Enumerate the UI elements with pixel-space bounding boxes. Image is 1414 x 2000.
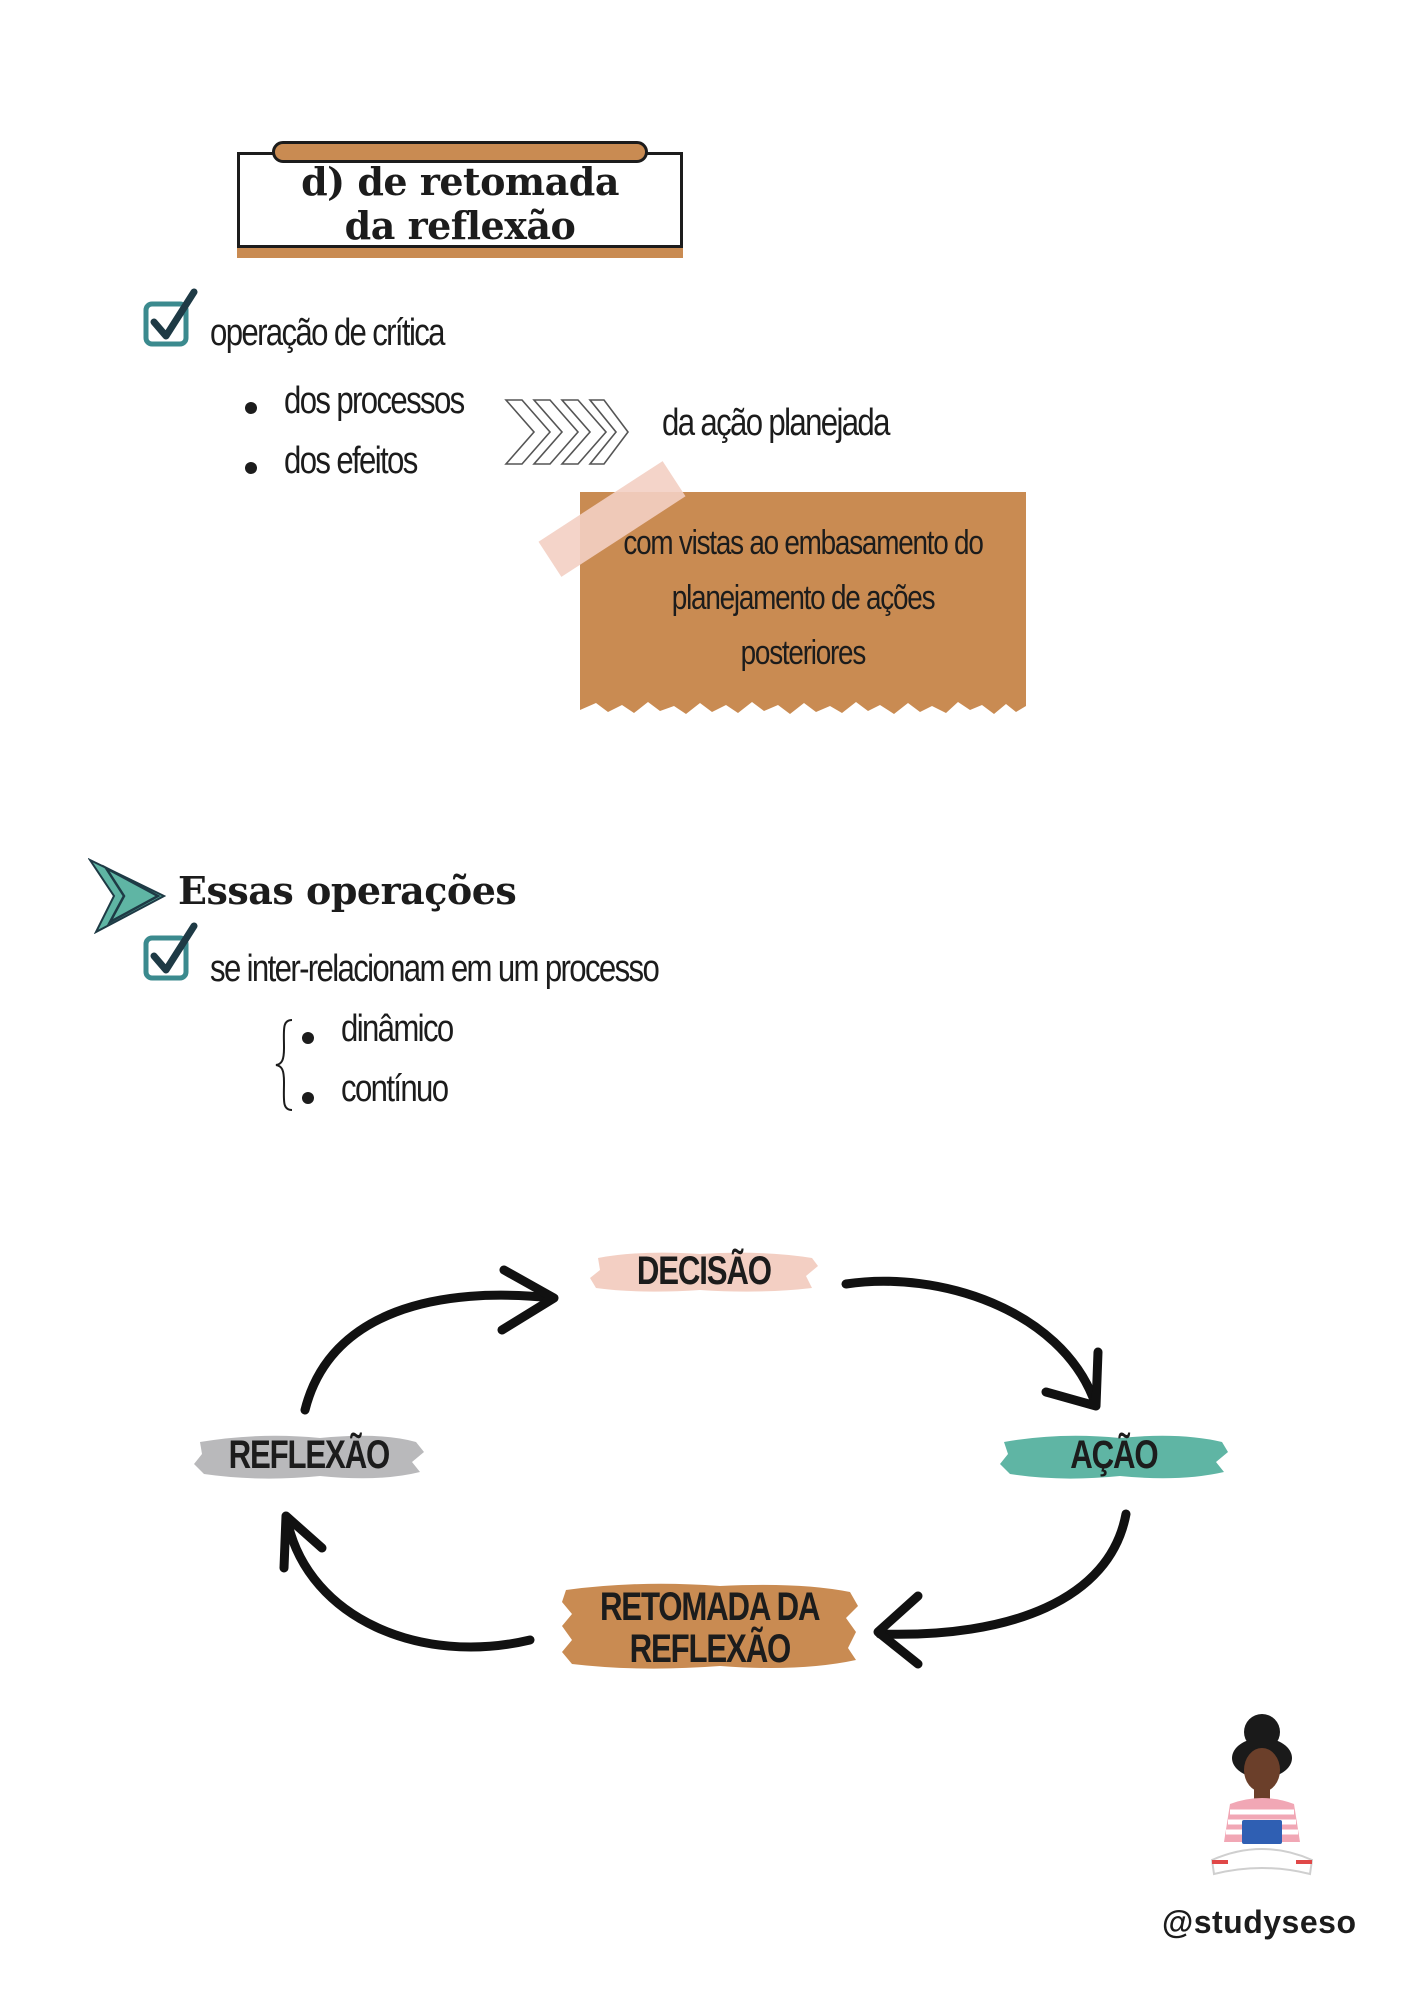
author-handle: @studyseso [1162,1904,1357,1940]
arrowhead [497,1265,559,1335]
cycle-label-retomada: RETOMADA DA REFLEXÃO [600,1585,821,1671]
arrowhead [1041,1347,1103,1411]
student-avatar [1210,1714,1314,1876]
bullet-dot [302,1092,314,1104]
check-item-interrelacionam: se inter-relacionam em um processo [210,948,660,990]
note-torn-edge [580,692,1026,714]
arrow-retomada-to-reflexao [283,1519,535,1652]
reflexao-brush [194,1435,424,1479]
bullet-dot [245,402,257,414]
title-card-underline [237,248,683,258]
acao-brush [1000,1435,1228,1479]
cycle-label-acao: AÇÃO [1070,1433,1158,1477]
cycle-label-reflexao: REFLEXÃO [228,1433,391,1477]
sticky-note-text: com vistas ao embasamento do planejament… [580,516,1026,681]
note-line-3: posteriores [740,634,867,672]
check-item-operacao: operação de crítica [210,312,445,354]
arrow-decisao-to-acao [841,1276,1099,1405]
sticky-note [580,492,1026,702]
title-card-top-bar [272,141,648,163]
cycle-label-decisao: DECISÃO [637,1249,772,1293]
bullet-item-continuo: contínuo [341,1068,449,1110]
chevrons-right-icon [504,399,629,465]
bullet-item-dinamico: dinâmico [341,1008,454,1050]
page-title-line1: d) de retomada [301,159,619,204]
note-line-2: planejamento de ações [671,579,936,617]
page-title-line2: da reflexão [344,203,576,248]
checkbox-checked-icon [143,922,198,981]
play-arrow-icon [88,858,166,934]
page-title: d) de retomada da reflexão [237,160,683,248]
arrowhead [873,1591,923,1669]
bullet-item-efeitos: dos efeitos [284,440,418,482]
curly-brace-icon [275,1019,293,1111]
bullet-dot [302,1032,314,1044]
arrowhead [279,1511,327,1573]
note-line-1: com vistas ao embasamento do [623,524,983,562]
arrow-acao-to-retomada [875,1509,1131,1639]
section-title: Essas operações [178,868,517,913]
bullet-item-processos: dos processos [284,380,465,422]
arrow-reflexao-to-decisao [300,1290,557,1415]
cycle-diagram [194,1252,1228,1669]
decisao-brush [590,1252,818,1292]
bullet-dot [245,462,257,474]
checkbox-checked-icon [143,288,198,347]
arrow-target-text: da ação planejada [662,402,890,444]
retomada-brush [562,1583,858,1669]
